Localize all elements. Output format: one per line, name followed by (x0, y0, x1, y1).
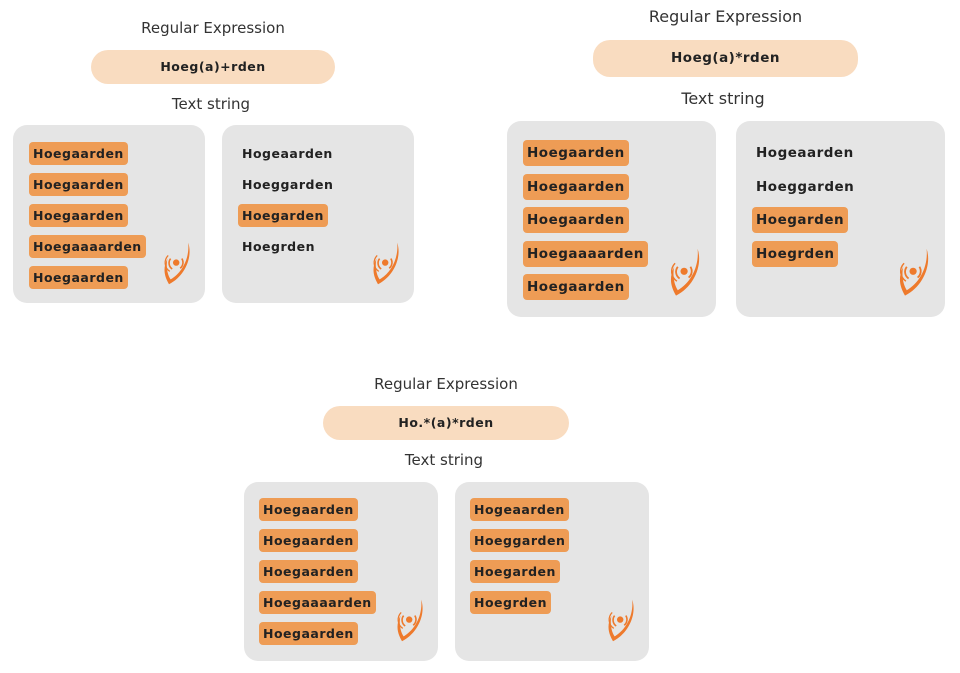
matched-string: Hoegarden (752, 207, 849, 234)
matched-string: Hoegaarden (523, 207, 629, 234)
eye-swirl-logo-icon (394, 598, 426, 647)
matched-string: Hoegaaaarden (523, 240, 648, 267)
unmatched-string: Hoeggarden (756, 178, 855, 195)
eye-swirl-logo-icon (896, 247, 932, 301)
matched-string: Hoegaarden (29, 173, 128, 196)
matched-string: Hoegaaaarden (29, 235, 146, 258)
matched-string: Hoegaarden (29, 204, 128, 227)
matched-string: Hoegaarden (259, 498, 358, 521)
matched-string: Hogeaarden (470, 498, 569, 521)
matched-string: Hoeggarden (470, 529, 570, 552)
unmatched-string: Hogeaarden (756, 145, 854, 161)
regex-pattern: Hoeg(a)+rden (91, 50, 335, 84)
matched-string: Hoegaarden (259, 529, 358, 552)
matched-string: Hoegaaaarden (259, 591, 376, 614)
regex-heading: Regular Expression (374, 375, 518, 393)
unmatched-string: Hoeggarden (242, 177, 334, 192)
matched-string: Hoegaarden (523, 274, 629, 301)
text-string-heading: Text string (404, 451, 484, 469)
eye-swirl-logo-icon (161, 241, 193, 290)
eye-swirl-logo-icon (370, 241, 402, 290)
regex-heading: Regular Expression (141, 19, 285, 37)
matched-string: Hoegaarden (523, 173, 629, 200)
regex-pattern: Hoeg(a)*rden (593, 40, 858, 77)
regex-pattern: Ho.*(a)*rden (323, 406, 569, 440)
text-string-heading: Text string (681, 89, 765, 108)
regex-heading: Regular Expression (648, 7, 803, 26)
matched-string: Hoegarden (238, 204, 328, 227)
matched-string: Hoegrden (752, 240, 839, 267)
unmatched-string: Hoegrden (242, 239, 315, 254)
matched-string: Hoegaarden (29, 266, 128, 289)
matched-string: Hoegaarden (259, 622, 358, 645)
matched-string: Hoegaarden (259, 560, 358, 583)
eye-swirl-logo-icon (667, 247, 703, 301)
text-string-heading: Text string (171, 95, 251, 113)
eye-swirl-logo-icon (605, 598, 637, 647)
matched-string: Hoegarden (470, 560, 560, 583)
matched-string: Hoegaarden (523, 140, 629, 166)
matched-string: Hoegaarden (29, 142, 128, 165)
unmatched-string: Hogeaarden (242, 146, 333, 161)
matched-string: Hoegrden (470, 591, 551, 614)
